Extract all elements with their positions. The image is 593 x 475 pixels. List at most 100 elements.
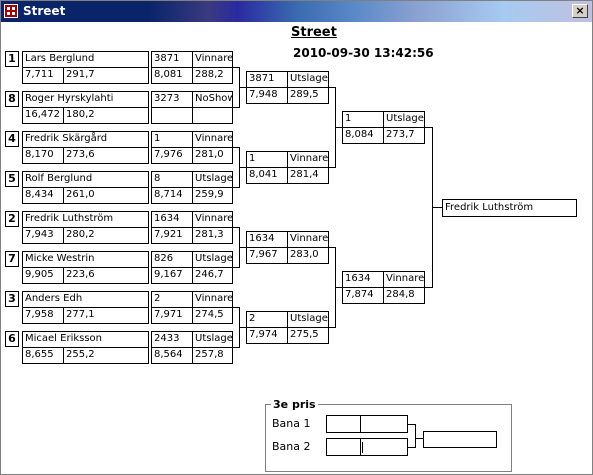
seed-number: 3 bbox=[5, 291, 19, 307]
driver-name: Fredrik Skärgård bbox=[25, 133, 108, 144]
bracket-connector bbox=[329, 327, 335, 328]
speed-value: 273,7 bbox=[386, 129, 415, 140]
qualify-speed: 261,0 bbox=[66, 189, 95, 200]
reaction-time: 7,971 bbox=[154, 309, 183, 320]
speed-value: 274,5 bbox=[195, 309, 224, 320]
driver-entry[interactable]: Micke Westrin 9,905 223,6 bbox=[22, 251, 149, 284]
qualify-time: 16,472 bbox=[25, 109, 60, 120]
entry-number: 1 bbox=[249, 153, 256, 164]
speed-value: 283,0 bbox=[290, 249, 319, 260]
winner-name: Fredrik Luthström bbox=[445, 202, 534, 213]
lane-2-label: Bana 2 bbox=[272, 440, 311, 453]
entry-result: Vinnare bbox=[195, 133, 232, 144]
third-prize-legend: 3e pris bbox=[271, 398, 318, 411]
entry-number: 826 bbox=[154, 253, 174, 264]
qualify-time: 7,711 bbox=[25, 69, 54, 80]
connector bbox=[415, 424, 416, 448]
col-divider bbox=[287, 232, 288, 263]
col-divider bbox=[192, 132, 193, 163]
third-prize-group bbox=[265, 404, 512, 472]
driver-name: Lars Berglund bbox=[25, 53, 95, 64]
col-divider bbox=[63, 148, 64, 163]
seed-number: 4 bbox=[5, 131, 19, 147]
bracket-connector bbox=[233, 227, 239, 228]
qualify-speed: 180,2 bbox=[66, 109, 95, 120]
entry-number: 1634 bbox=[345, 273, 371, 284]
reaction-time: 8,081 bbox=[154, 69, 183, 80]
bracket-connector bbox=[233, 347, 239, 348]
col-divider bbox=[383, 112, 384, 143]
seed-number: 6 bbox=[5, 331, 19, 347]
col-divider bbox=[192, 172, 193, 203]
driver-name: Micke Westrin bbox=[25, 253, 95, 264]
reaction-time: 9,167 bbox=[154, 269, 183, 280]
qualify-speed: 277,1 bbox=[66, 309, 95, 320]
col-divider bbox=[192, 252, 193, 283]
bracket-connector bbox=[239, 247, 246, 248]
col-divider bbox=[63, 308, 64, 323]
entry-result: Utslagen bbox=[386, 113, 424, 124]
seed-number: 7 bbox=[5, 251, 19, 267]
entry-result: Utslagen bbox=[195, 333, 232, 344]
datetime-label: 2010-09-30 13:42:56 bbox=[293, 46, 434, 60]
entry-number: 1 bbox=[154, 133, 161, 144]
reaction-time: 8,564 bbox=[154, 349, 183, 360]
qualify-speed: 255,2 bbox=[66, 349, 95, 360]
qualify-speed: 223,6 bbox=[66, 269, 95, 280]
col-divider bbox=[192, 212, 193, 243]
seed-number: 8 bbox=[5, 91, 19, 107]
driver-name: Rolf Berglund bbox=[25, 173, 93, 184]
speed-value: 281,0 bbox=[195, 149, 224, 160]
row-divider bbox=[23, 267, 148, 268]
entry-result: Utslagen bbox=[290, 313, 328, 324]
col-divider bbox=[192, 292, 193, 323]
driver-name: Micael Eriksson bbox=[25, 333, 103, 344]
connector bbox=[408, 447, 416, 448]
qualify-time: 9,905 bbox=[25, 269, 54, 280]
connector bbox=[408, 424, 416, 425]
close-button[interactable]: × bbox=[572, 4, 588, 18]
bracket-connector bbox=[239, 167, 246, 168]
bracket-area: Street 2010-09-30 13:42:56 3e pris Bana … bbox=[1, 22, 592, 474]
reaction-time: 8,714 bbox=[154, 189, 183, 200]
winner-box: Fredrik Luthström bbox=[442, 199, 577, 217]
row-divider bbox=[23, 147, 148, 148]
entry-result: Utslagen bbox=[195, 253, 232, 264]
entry-result: Vinnare bbox=[195, 293, 232, 304]
bracket-connector bbox=[329, 247, 335, 248]
app-icon bbox=[4, 4, 18, 18]
row-divider bbox=[23, 107, 148, 108]
qualify-speed: 273,6 bbox=[66, 149, 95, 160]
reaction-time: 7,967 bbox=[249, 249, 278, 260]
bracket-connector bbox=[432, 207, 442, 208]
entry-number: 3871 bbox=[249, 73, 275, 84]
col-divider bbox=[287, 72, 288, 103]
entry-number: 2 bbox=[249, 313, 256, 324]
third-prize-lane-1-box bbox=[326, 415, 408, 433]
reaction-time: 8,084 bbox=[345, 129, 374, 140]
col-divider bbox=[63, 348, 64, 363]
col-divider bbox=[383, 272, 384, 303]
title-bar[interactable]: Street × bbox=[1, 1, 592, 22]
col-divider bbox=[63, 108, 64, 123]
speed-value: 288,2 bbox=[195, 69, 224, 80]
bracket-connector bbox=[425, 287, 432, 288]
